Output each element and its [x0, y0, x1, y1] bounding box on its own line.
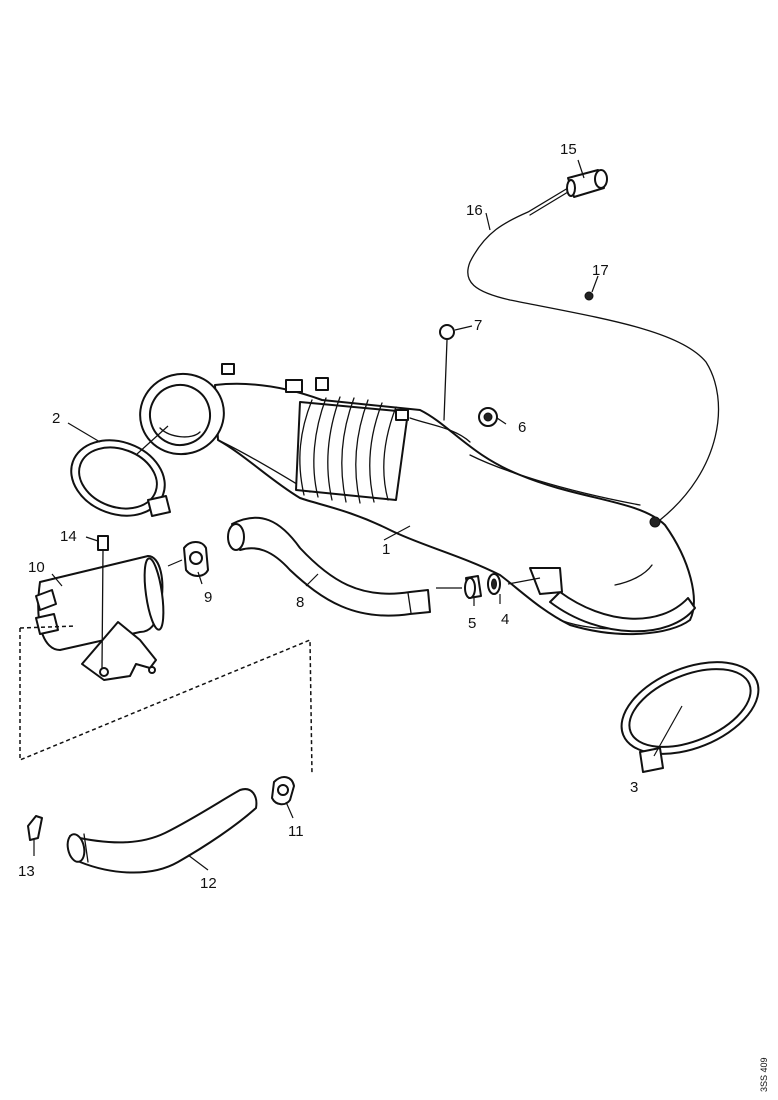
- sensor-cable: [467, 187, 720, 521]
- outlet-flange: [549, 591, 696, 633]
- intake-pipe: [214, 382, 695, 636]
- callout-10: 10: [28, 559, 45, 576]
- sensor-connector: [566, 169, 608, 198]
- callout-8: 8: [296, 594, 304, 611]
- hose-clamp-2: [70, 439, 171, 517]
- callout-3: 3: [630, 779, 638, 796]
- callout-1: 1: [382, 541, 390, 558]
- bolt-7: [409, 324, 471, 443]
- callout-12: 12: [200, 875, 217, 892]
- reference-code: 3SS 409: [759, 1057, 769, 1092]
- gasket-9: [183, 541, 209, 577]
- cable-clip-17: [584, 291, 594, 301]
- intake-flange: [139, 372, 225, 456]
- pipe-fittings: [221, 363, 661, 595]
- hose-8: [227, 516, 431, 617]
- intake-bellows: [295, 396, 409, 504]
- nut-6: [478, 407, 498, 427]
- grommet-5: [464, 575, 482, 599]
- hose-clamp-3: [620, 661, 760, 773]
- hose-12: [66, 788, 258, 874]
- clip-13: [27, 815, 43, 841]
- assembly-outline: [19, 625, 313, 776]
- callout-9: 9: [204, 589, 212, 606]
- hose-clip-11: [271, 776, 295, 806]
- callout-6: 6: [518, 419, 526, 436]
- callout-13: 13: [18, 863, 35, 880]
- leader-lines: [33, 159, 683, 871]
- callout-11: 11: [288, 823, 304, 840]
- callout-4: 4: [501, 611, 509, 628]
- washer-4: [487, 573, 501, 595]
- callout-2: 2: [52, 410, 60, 427]
- screw-14: [97, 535, 109, 669]
- callout-15: 15: [560, 141, 577, 158]
- callout-14: 14: [60, 528, 77, 545]
- callout-16: 16: [466, 202, 483, 219]
- callouts: 1 2 3 4 5 6 7 8 9 10 11 12 13 14 15 16 1…: [18, 141, 638, 892]
- callout-7: 7: [474, 317, 482, 334]
- callout-17: 17: [592, 262, 609, 279]
- callout-5: 5: [468, 615, 476, 632]
